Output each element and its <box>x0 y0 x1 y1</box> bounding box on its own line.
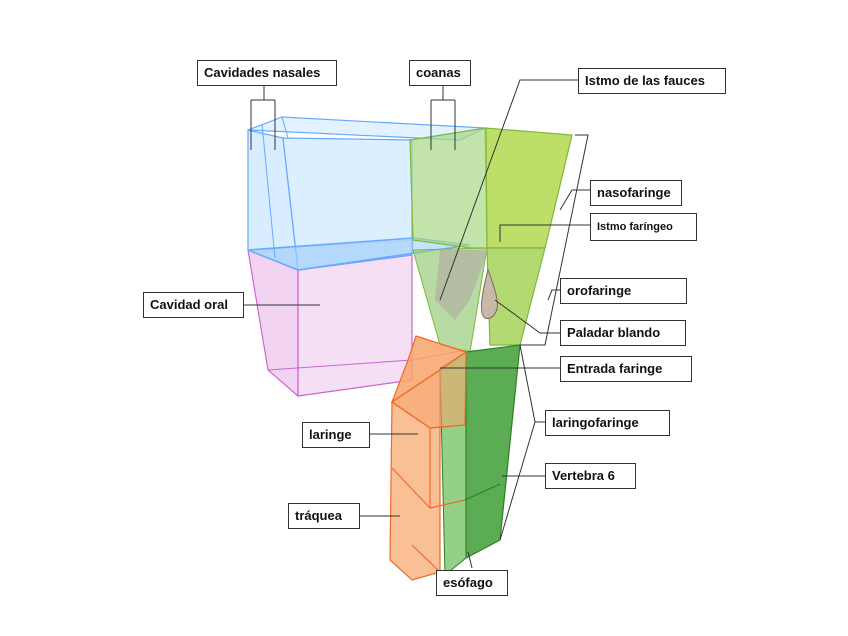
label-paladar-blando: Paladar blando <box>560 320 686 346</box>
label-entrada-faringe: Entrada faringe <box>560 356 692 382</box>
label-laringofaringe: laringofaringe <box>545 410 670 436</box>
nasal-cavity-block <box>247 116 486 271</box>
label-nasofaringe: nasofaringe <box>590 180 682 206</box>
label-laringe: laringe <box>302 422 370 448</box>
leader-lines <box>244 79 590 569</box>
label-cavidad-oral: Cavidad oral <box>143 292 244 318</box>
label-cavidades-nasales: Cavidades nasales <box>197 60 337 86</box>
label-istmo-fauces: Istmo de las fauces <box>578 68 726 94</box>
label-coanas: coanas <box>409 60 471 86</box>
larynx-trachea-block <box>389 335 501 581</box>
label-istmo-faringeo: Istmo faríngeo <box>590 213 697 241</box>
label-esofago: esófago <box>436 570 508 596</box>
pharynx-block <box>409 127 573 577</box>
label-traquea: tráquea <box>288 503 360 529</box>
label-orofaringe: orofaringe <box>560 278 687 304</box>
label-vertebra-6: Vertebra 6 <box>545 463 636 489</box>
